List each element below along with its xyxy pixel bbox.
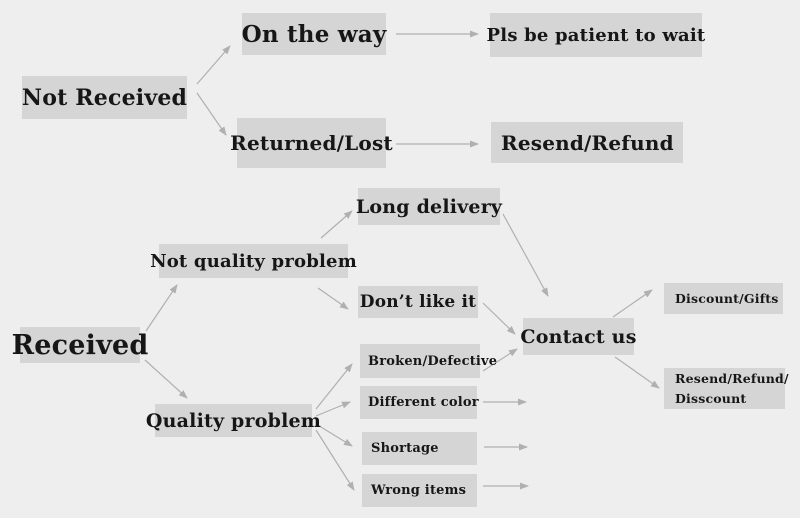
node-returned-lost: Returned/Lost bbox=[230, 118, 393, 168]
arrow-contact-to-discount bbox=[612, 289, 653, 318]
node-long-delivery: Long delivery bbox=[356, 188, 502, 225]
node-dont-like-it: Don’t like it bbox=[358, 286, 478, 318]
node-different-color: Different color bbox=[360, 386, 479, 419]
node-wrong-items: Wrong items bbox=[362, 474, 477, 507]
arrow-not_quality-to-dont_like bbox=[317, 287, 349, 310]
node-not-received: Not Received bbox=[22, 76, 187, 119]
arrow-quality-to-wrong bbox=[315, 429, 355, 491]
arrow-received-to-not_quality bbox=[145, 284, 178, 332]
node-broken-defective: Broken/Defective bbox=[360, 344, 497, 378]
arrow-not_received-to-returned_lost bbox=[196, 92, 227, 136]
arrow-contact-to-resend_disscount bbox=[614, 356, 660, 389]
arrow-quality-to-broken bbox=[315, 363, 353, 410]
node-quality-problem: Quality problem bbox=[146, 404, 321, 437]
node-resend-refund: Resend/Refund bbox=[491, 122, 683, 163]
arrow-not_received-to-on_the_way bbox=[196, 45, 231, 85]
arrow-not_quality-to-long_delivery bbox=[320, 210, 353, 239]
arrow-quality-to-shortage bbox=[315, 423, 353, 447]
arrow-dont_like-to-contact bbox=[482, 302, 516, 335]
node-resend-refund-disscount: Resend/Refund/ Disscount bbox=[664, 368, 789, 409]
node-shortage: Shortage bbox=[362, 432, 477, 465]
arrow-long_delivery-to-contact bbox=[502, 213, 549, 297]
arrow-received-to-quality bbox=[144, 359, 188, 399]
node-contact-us: Contact us bbox=[520, 318, 636, 355]
node-received: Received bbox=[12, 327, 148, 363]
node-discount-gifts: Discount/Gifts bbox=[664, 283, 783, 314]
node-pls-be-patient-to-wait: Pls be patient to wait bbox=[487, 13, 705, 57]
node-on-the-way: On the way bbox=[242, 13, 386, 55]
node-not-quality-problem: Not quality problem bbox=[150, 244, 357, 278]
